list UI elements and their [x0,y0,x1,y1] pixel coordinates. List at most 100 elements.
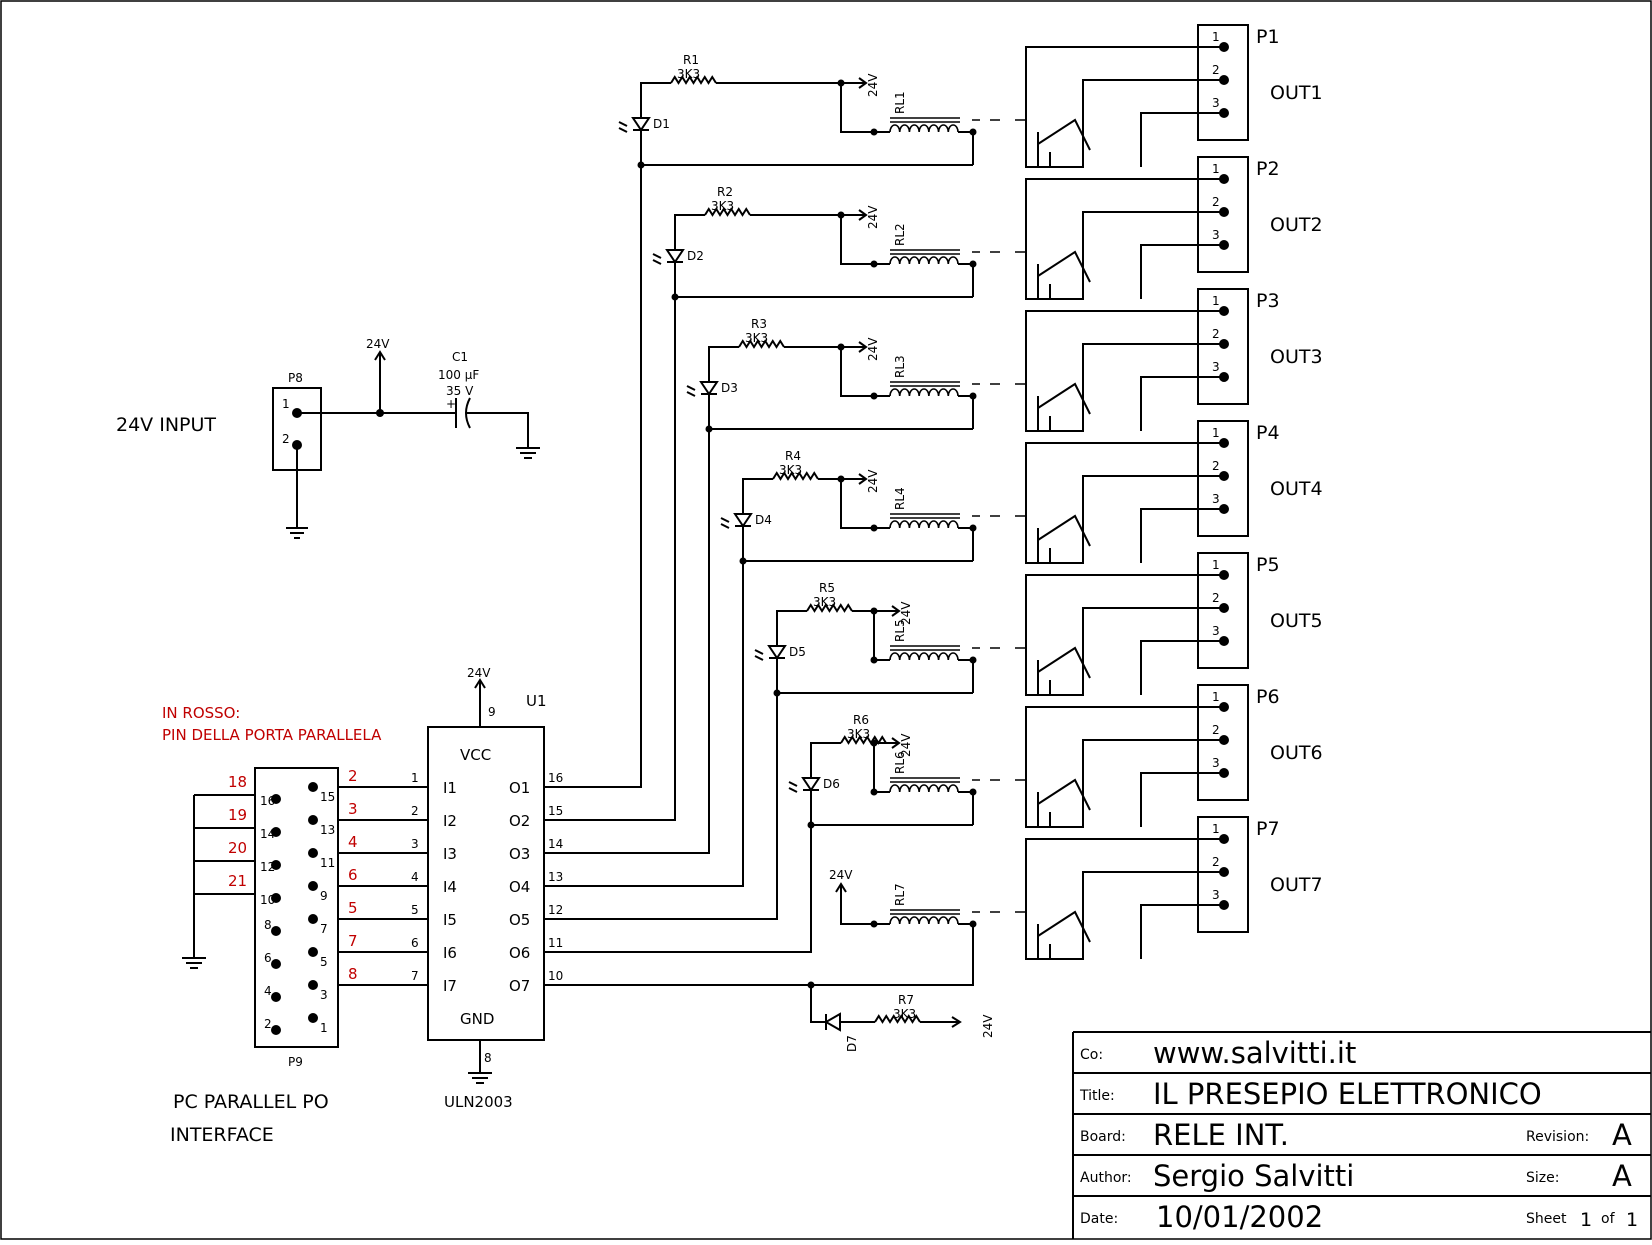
ic-output-5-pin: 12 [548,903,563,917]
p9-left-terminal [271,860,281,870]
connector-ref-6: P6 [1256,686,1280,708]
p9-ground-bus [182,795,206,969]
input-24v-arrow [374,350,386,361]
led-feed-3 [708,346,841,382]
connector-4 [1197,420,1249,537]
ic-input-4-pin: 4 [411,870,419,884]
ic-input-7-pin: 7 [411,969,419,983]
relay-coil-1 [889,124,959,133]
tb-sheets: 1 [1626,1209,1638,1231]
resistor-value-7: 3K3 [893,1007,916,1021]
return-rail-3 [708,394,973,430]
relay-coil-3 [889,388,959,397]
feed-24v-label-6: 24V [899,733,913,757]
p9-left-pin-label: 12 [260,860,275,874]
connector-ref-1: P1 [1256,26,1280,48]
connector-pin-label: 3 [1212,624,1220,638]
resistor-1 [670,75,717,85]
relay-channels: RL1P1OUT112324VR13K3D1RL2P2OUT212324VR23… [544,24,1323,1052]
ic-output-4-pin: 13 [548,870,563,884]
connector-5 [1197,552,1249,669]
connector-ref-2: P2 [1256,158,1280,180]
resistor-4 [772,471,819,481]
p9-right-pin-label: 15 [320,790,335,804]
led-3 [686,381,719,397]
p9-left-pin-label: 14 [260,827,275,841]
p9-right-terminal [308,782,318,792]
c1-value: 100 μF [438,368,479,382]
p9-left-terminal [271,959,281,969]
led-feed-5 [776,610,874,646]
tb-title-label: Title: [1079,1088,1115,1104]
relay-ref-1: RL1 [893,91,907,114]
ic-output-4-name: O4 [509,878,530,896]
led-feed-2 [674,214,841,250]
coil-wire-4 [874,527,974,561]
ic-input-5-name: I5 [443,911,457,929]
p9-left-terminal [271,926,281,936]
relay-switch-7 [1037,910,1091,943]
return-rail-1 [640,130,973,166]
title-block: Co: www.salvitti.it Title: IL PRESEPIO E… [1072,1031,1651,1239]
relay-core-1 [890,117,960,123]
led-ref-3: D3 [721,381,738,395]
connector-1 [1197,24,1249,141]
connector-pin-label: 1 [1212,30,1220,44]
tb-sheet-label: Sheet [1526,1211,1567,1227]
output-bus-2 [544,297,676,821]
port-data-pin-label: 8 [348,965,358,983]
p9-left-terminal [271,992,281,1002]
relay-coil-5 [889,652,959,661]
led-feed-6 [810,742,886,778]
c1-voltage: 35 V [446,384,474,398]
led-6 [788,777,821,793]
connector-pin-label: 3 [1212,756,1220,770]
coil-wire-6 [874,791,974,825]
led-ref-4: D4 [755,513,772,527]
relay-ref-4: RL4 [893,487,907,510]
led-feed-4 [742,478,841,514]
p9-left-pin-label: 8 [264,918,272,932]
p9-ref: P9 [288,1055,303,1069]
connector-pin-label: 3 [1212,492,1220,506]
contact-wiring-6 [1025,706,1224,828]
resistor-value-4: 3K3 [779,463,802,477]
contact-wiring-1 [1025,46,1224,168]
led-ref-1: D1 [653,117,670,131]
connector-2 [1197,156,1249,273]
coil-feed-2 [840,215,874,265]
port-gnd-pin-label: 20 [228,839,247,857]
p9-left-pin-label: 4 [264,984,272,998]
ic-output-3-pin: 14 [548,837,563,851]
feed-arrow-1 [841,77,868,89]
p8-ground [286,527,308,539]
contact-wiring-2 [1025,178,1224,300]
resistor-5 [806,603,853,613]
p8-pin-1: 1 [282,397,290,411]
output-label-2: OUT2 [1270,214,1323,236]
return-rail-6 [810,790,973,826]
output-bus-5 [544,693,778,920]
parallel-caption-1: PC PARALLEL PO [173,1091,329,1113]
output-bus-7 [544,924,974,986]
tb-of-label: of [1601,1211,1616,1227]
relay-ref-5: RL5 [893,619,907,642]
resistor-6 [840,735,887,745]
ic-input-6-name: I6 [443,944,457,962]
feed-arrow-4 [841,473,868,485]
p9-right-terminal [308,881,318,891]
feed-arrow-5 [874,605,901,617]
p9-right-terminal [308,815,318,825]
relay-ref-2: RL2 [893,223,907,246]
connector-6 [1197,684,1249,801]
coil-wire-5 [874,659,974,693]
coil-wire-1 [874,131,974,165]
ic-input-6-pin: 6 [411,936,419,950]
contact-wiring-5 [1025,574,1224,696]
uln2003-section: U1 ULN2003 VCC GND 24V 9 8 I11O116I22O21… [338,666,563,1111]
p9-right-pin-label: 5 [320,955,328,969]
p9-left-terminal [271,794,281,804]
output-bus-6 [544,825,812,953]
title-block-frame [1072,1031,1651,1239]
led-feed-1 [640,82,841,118]
